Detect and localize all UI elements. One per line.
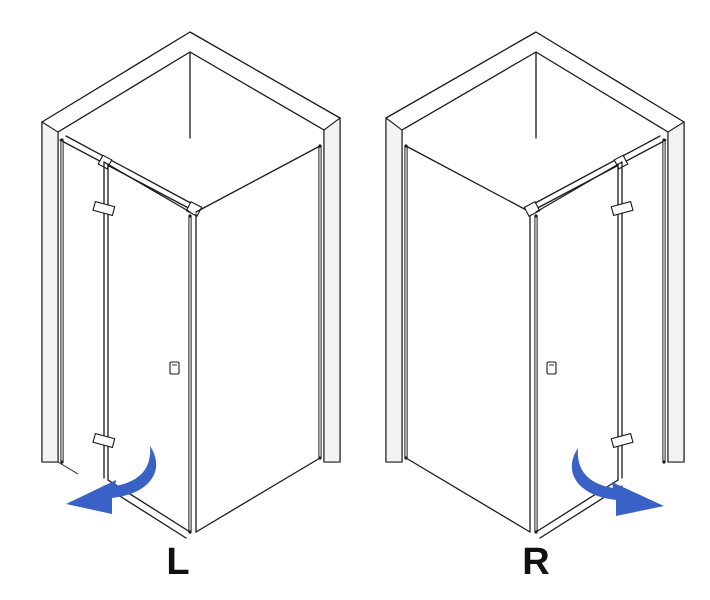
wall-corner-left <box>41 31 341 463</box>
opening-direction-arrow-right-icon <box>571 448 664 516</box>
enclosure-right <box>385 31 685 539</box>
door-label-left: L <box>166 541 190 583</box>
side-panel-right <box>404 144 531 533</box>
top-rail-left <box>59 135 203 217</box>
enclosure-left <box>41 31 341 539</box>
hinge-bottom-right <box>610 432 634 449</box>
top-rail-right <box>523 135 667 217</box>
hinge-bottom-left <box>92 432 116 449</box>
handle-left <box>169 361 180 375</box>
door-right <box>534 161 623 539</box>
handle-right <box>546 361 557 375</box>
hinge-top-right <box>610 200 634 217</box>
wall-corner-right <box>385 31 685 463</box>
door-left <box>103 161 192 539</box>
opening-direction-arrow-left-icon <box>66 446 157 514</box>
side-panel-left <box>195 144 322 533</box>
hinge-top-left <box>92 200 116 217</box>
door-label-right: R <box>522 541 550 583</box>
